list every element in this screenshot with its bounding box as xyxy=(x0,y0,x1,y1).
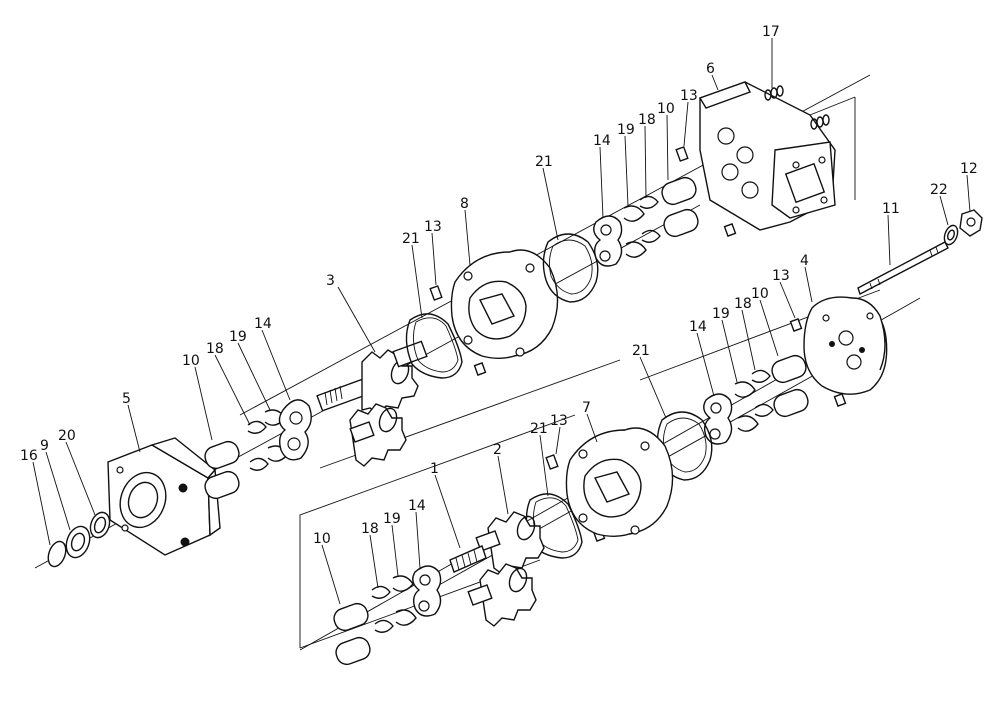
label-18-b: 18 xyxy=(638,112,656,128)
label-22: 22 xyxy=(930,182,948,198)
part-22-washer xyxy=(943,224,959,246)
label-14-b: 14 xyxy=(593,133,611,149)
part-21-gasket-upper xyxy=(542,233,599,303)
label-1: 1 xyxy=(430,461,439,477)
label-14-a: 14 xyxy=(254,316,272,332)
part-1-splined-shaft xyxy=(449,545,487,573)
part-labels: 16 9 20 5 10 18 19 14 3 21 13 8 21 14 19… xyxy=(20,24,978,547)
label-21-d: 21 xyxy=(530,421,548,437)
label-13-a: 13 xyxy=(424,219,442,235)
label-6: 6 xyxy=(706,61,715,77)
part-14-plate-lower-right xyxy=(703,393,733,445)
part-10-bushings-lower-right xyxy=(771,354,809,418)
label-21-b: 21 xyxy=(535,154,553,170)
part-13-pins xyxy=(429,146,847,542)
part-14-plate-left xyxy=(278,399,312,461)
part-18-clips-lower-right xyxy=(751,369,774,417)
label-5: 5 xyxy=(122,391,131,407)
part-6-rear-cover xyxy=(698,81,836,231)
label-21-c: 21 xyxy=(632,343,650,359)
part-8-gear-housing xyxy=(450,249,559,359)
part-4-rear-cover-lower xyxy=(803,296,888,395)
label-13-d: 13 xyxy=(550,413,568,429)
part-16-ring xyxy=(47,540,67,568)
part-2-gear-lower xyxy=(467,563,537,627)
label-10-a: 10 xyxy=(182,353,200,369)
label-8: 8 xyxy=(460,196,469,212)
label-19-d: 19 xyxy=(383,511,401,527)
label-18-c: 18 xyxy=(734,296,752,312)
label-19-a: 19 xyxy=(229,329,247,345)
label-10-b: 10 xyxy=(657,101,675,117)
label-21-a: 21 xyxy=(402,231,420,247)
part-10-bushings-upper xyxy=(661,176,699,238)
part-10-bushings-lower-left xyxy=(333,602,371,666)
part-3-driven-gear-lower xyxy=(349,403,407,467)
part-20-bearing xyxy=(89,511,111,539)
part-18-clips-lower-left xyxy=(371,585,394,633)
part-18-clips-left xyxy=(247,420,269,471)
label-10-c: 10 xyxy=(751,286,769,302)
label-19-b: 19 xyxy=(617,122,635,138)
part-2-gear-upper xyxy=(475,511,545,575)
label-18-a: 18 xyxy=(206,341,224,357)
part-18-clips-upper xyxy=(639,195,661,243)
label-13-b: 13 xyxy=(680,88,698,104)
label-17: 17 xyxy=(762,24,780,40)
part-19-rings-lower-right xyxy=(734,381,759,432)
part-14-plate-upper xyxy=(593,215,623,267)
part-12-nut xyxy=(959,209,983,237)
part-5-front-housing xyxy=(107,437,221,556)
label-4: 4 xyxy=(800,253,809,269)
label-12: 12 xyxy=(960,161,978,177)
label-14-d: 14 xyxy=(408,498,426,514)
label-14-c: 14 xyxy=(689,319,707,335)
label-20: 20 xyxy=(58,428,76,444)
label-16: 16 xyxy=(20,448,38,464)
label-2: 2 xyxy=(493,442,502,458)
part-11-shaft xyxy=(857,241,949,296)
label-13-c: 13 xyxy=(772,268,790,284)
label-19-c: 19 xyxy=(712,306,730,322)
part-17-orings xyxy=(764,85,830,130)
label-7: 7 xyxy=(582,400,591,416)
part-9-seal xyxy=(65,525,91,559)
label-9: 9 xyxy=(40,438,49,454)
label-11: 11 xyxy=(882,201,900,217)
label-3: 3 xyxy=(326,273,335,289)
leader-lines xyxy=(32,38,971,605)
part-10-bushings-left xyxy=(204,440,240,500)
part-19-rings-upper xyxy=(623,205,647,258)
part-3-drive-gear xyxy=(316,340,428,415)
part-14-plate-lower-left xyxy=(412,565,442,617)
label-10-d: 10 xyxy=(313,531,331,547)
label-18-d: 18 xyxy=(361,521,379,537)
part-19-rings-lower-left xyxy=(392,575,417,626)
part-7-gear-housing xyxy=(565,427,674,537)
part-21-gasket-left xyxy=(405,313,463,379)
